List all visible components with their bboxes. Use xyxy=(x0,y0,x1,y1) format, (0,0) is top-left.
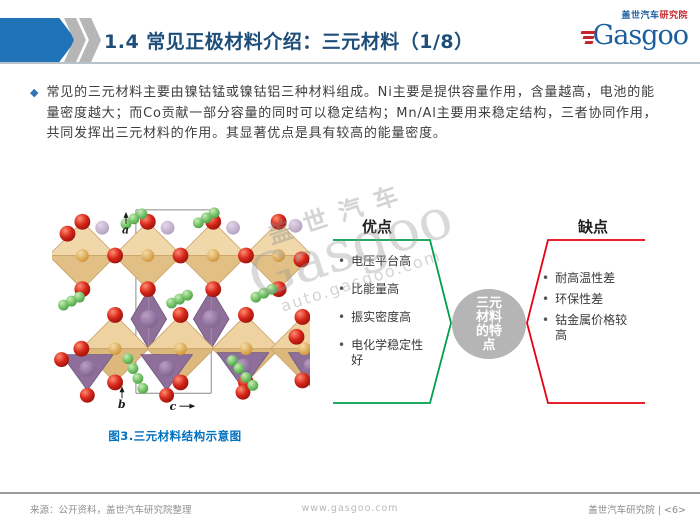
center-circle-label: 三元材料的特点 xyxy=(475,296,502,353)
bullet-dot-icon: • xyxy=(542,271,550,285)
header-bar: 1.4 常见正极材料介绍：三元材料（1/8） 盖世汽车研究院 Gasgoo xyxy=(0,0,700,64)
crystal-structure-figure: a b c xyxy=(52,207,310,413)
list-item: •振实密度高 xyxy=(338,310,412,324)
list-item: •环保性差 xyxy=(542,292,604,306)
disadvantages-title: 缺点 xyxy=(577,218,608,236)
bullet-dot-icon: • xyxy=(542,292,550,306)
lavender-atoms xyxy=(95,218,303,235)
header-arrow-icon xyxy=(0,18,76,62)
bullet-dot-icon: • xyxy=(542,313,550,327)
page-title: 1.4 常见正极材料介绍：三元材料（1/8） xyxy=(104,31,474,53)
advantages-list: •电压平台高 •比能量高 •振实密度高 •电化学稳定性好 xyxy=(338,254,434,381)
list-item: •比能量高 xyxy=(338,282,400,296)
logo-brand-text: Gasgoo xyxy=(592,20,689,51)
chevron-right-icon xyxy=(79,18,101,62)
axis-b-label: b xyxy=(118,398,126,411)
axis-a-label: a xyxy=(122,224,129,237)
logo-cn-blue: 盖世汽车 xyxy=(621,11,660,21)
intro-block: ◆ 常见的三元材料主要由镍钴锰或镍钴铝三种材料组成。Ni主要是提供容量作用，含量… xyxy=(30,83,680,145)
list-item: •电化学稳定性好 xyxy=(338,338,424,367)
axis-labels: a b c xyxy=(118,211,196,413)
gasgoo-logo: 盖世汽车研究院 Gasgoo xyxy=(566,12,689,51)
logo-cn-red: 研究院 xyxy=(659,11,688,21)
axis-c-label: c xyxy=(170,400,177,413)
bullet-dot-icon: • xyxy=(338,338,346,352)
bullet-dot-icon: • xyxy=(338,282,346,296)
bullet-dot-icon: • xyxy=(338,254,346,268)
list-item: •耐高温性差 xyxy=(542,271,616,285)
footer-website: www.gasgoo.com xyxy=(301,503,399,514)
diamond-bullet-icon: ◆ xyxy=(30,86,39,99)
footer-divider xyxy=(0,492,700,494)
purple-atoms xyxy=(79,310,310,377)
metal-atoms xyxy=(75,249,310,356)
bullet-dot-icon: • xyxy=(338,310,346,324)
disadvantages-list: •耐高温性差 •环保性差 •钴金属价格较高 xyxy=(542,271,662,349)
list-item: •钴金属价格较高 xyxy=(542,313,628,342)
footer-source: 来源：公开资料，盖世汽车研究院整理 xyxy=(30,505,192,516)
logo-stripes-icon xyxy=(580,31,596,44)
intro-text: 常见的三元材料主要由镍钴锰或镍钴铝三种材料组成。Ni主要是提供容量作用，含量越高… xyxy=(46,85,658,141)
tan-octahedra-row1 xyxy=(52,221,310,290)
logo-cn-text: 盖世汽车研究院 xyxy=(566,12,688,21)
figure-caption: 图3.三元材料结构示意图 xyxy=(108,429,242,443)
logo-wordmark: Gasgoo xyxy=(566,20,689,51)
center-circle xyxy=(452,289,526,359)
oxygen-atoms xyxy=(54,213,310,403)
features-diagram xyxy=(333,239,645,404)
footer-page-number: 盖世汽车研究院 | <6> xyxy=(588,505,686,516)
advantages-chevron-outline xyxy=(333,239,452,404)
lithium-atoms xyxy=(58,207,278,394)
advantages-title: 优点 xyxy=(361,218,392,236)
chevron-right-icon xyxy=(64,18,86,62)
disadvantages-chevron-outline xyxy=(526,239,645,404)
list-item: •电压平台高 xyxy=(338,254,412,268)
